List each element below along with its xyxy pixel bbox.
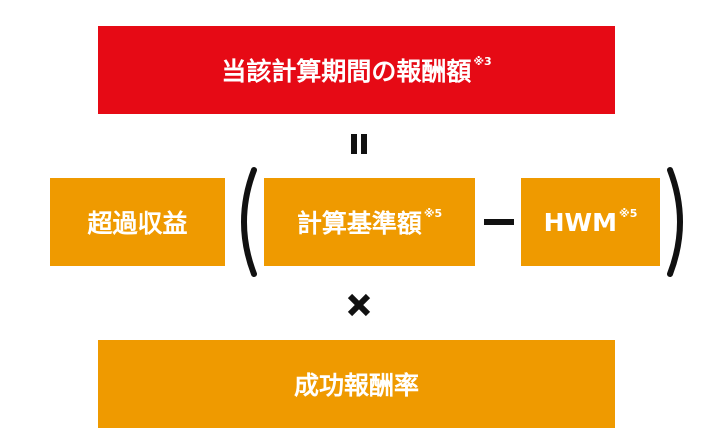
close-paren (660, 164, 698, 280)
result-box: 当該計算期間の報酬額※3 (98, 26, 615, 114)
result-note: ※3 (473, 54, 492, 68)
success-fee-rate-label: 成功報酬率 (293, 371, 419, 400)
open-paren (226, 164, 264, 280)
base-amount-box: 計算基準額※5 (264, 178, 475, 266)
equals-sign (336, 124, 382, 164)
minus-sign (478, 178, 520, 266)
times-icon (347, 293, 371, 317)
base-amount-note: ※5 (423, 206, 443, 220)
result-label: 当該計算期間の報酬額 (221, 57, 472, 86)
times-sign (336, 280, 382, 330)
minus-icon (484, 219, 514, 225)
base-amount-label: 計算基準額 (296, 209, 422, 238)
hwm-note: ※5 (619, 206, 638, 220)
equals-icon (351, 134, 367, 154)
close-paren-icon (667, 167, 683, 277)
excess-return-box: 超過収益 (50, 178, 225, 266)
hwm-box: HWM※5 (521, 178, 660, 266)
hwm-label: HWM (543, 207, 618, 237)
open-paren-icon (241, 167, 257, 277)
excess-return-label: 超過収益 (87, 209, 188, 238)
success-fee-rate-box: 成功報酬率 (98, 340, 615, 428)
